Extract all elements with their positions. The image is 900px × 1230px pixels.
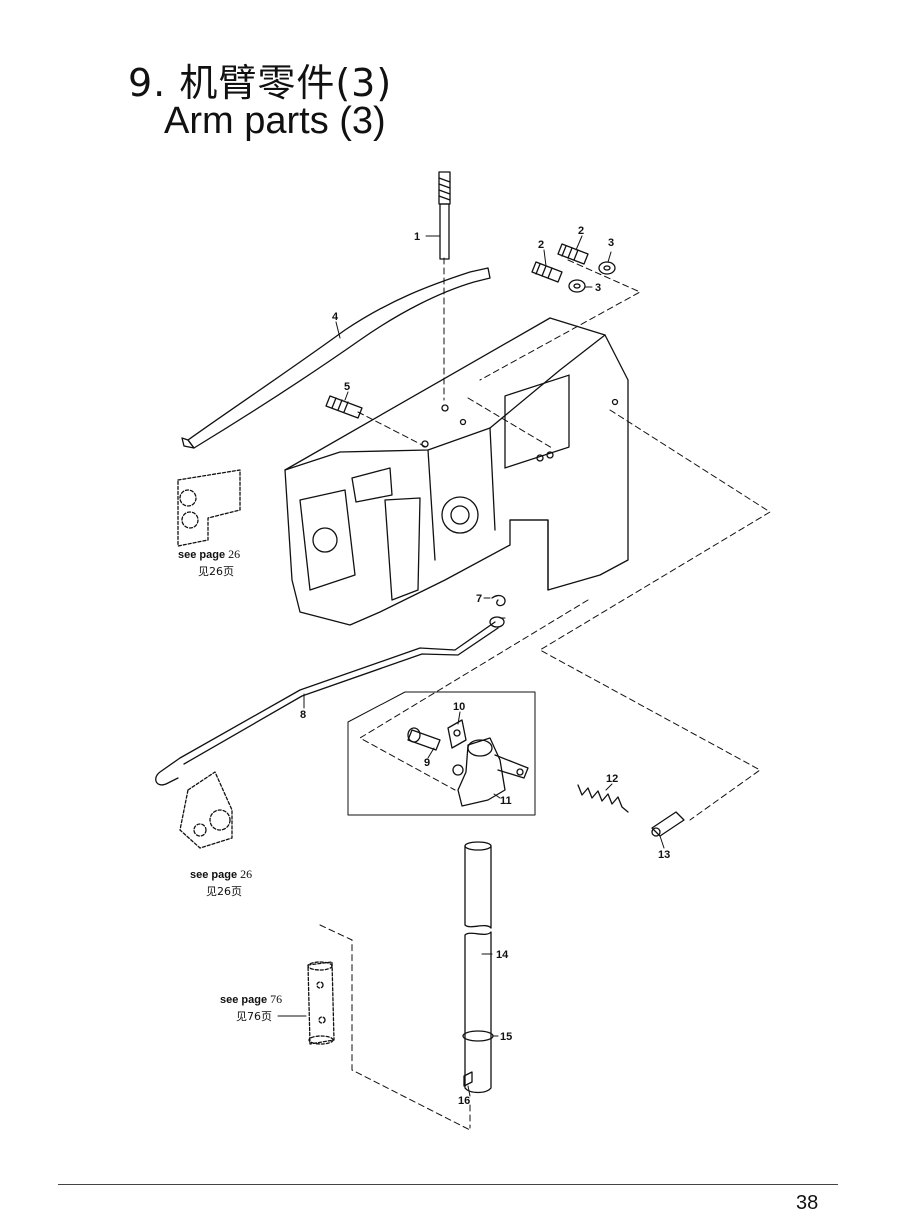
callout-2-right: 2 [578, 225, 584, 237]
callout-15: 15 [500, 1031, 512, 1043]
callout-1: 1 [414, 231, 420, 243]
assembly-guide-lines [319, 257, 771, 1131]
svg-text:see page 76: see page 76 [220, 992, 282, 1006]
footer-divider [58, 1184, 838, 1185]
callout-5: 5 [344, 381, 350, 393]
callout-14: 14 [496, 949, 509, 961]
callout-2-left: 2 [538, 239, 544, 251]
part-5-stud [325, 395, 363, 419]
callout-16: 16 [458, 1095, 470, 1107]
part-15-ring [462, 1030, 494, 1042]
callout-4: 4 [332, 311, 339, 323]
part-14-shaft [464, 841, 492, 1094]
part-3-nut-a [598, 261, 616, 275]
callout-11: 11 [500, 795, 512, 807]
reference-2-cn: 见26页 [206, 885, 242, 898]
callout-7: 7 [476, 593, 482, 605]
callout-13: 13 [658, 849, 670, 861]
svg-text:see page 26: see page 26 [190, 867, 252, 881]
page-number: 38 [796, 1192, 819, 1214]
part-1-pin [438, 171, 451, 260]
reference-part-76 [307, 961, 335, 1045]
callout-3-bottom: 3 [595, 282, 601, 294]
reference-part-upper [177, 469, 241, 547]
detail-inset-box [347, 691, 536, 816]
reference-3-label: see page [220, 994, 267, 1006]
part-7-clip [491, 594, 506, 607]
exploded-parts-diagram: 1 2 2 3 3 4 5 7 8 9 10 11 12 13 14 15 16… [155, 171, 771, 1131]
reference-3-cn: 见76页 [236, 1010, 272, 1023]
page-title-chinese: 9. 机臂零件(3) [128, 61, 393, 105]
page-title-english: Arm parts (3) [164, 100, 386, 142]
callout-8: 8 [300, 709, 306, 721]
part-10-washer [447, 719, 467, 749]
part-9-screw [407, 727, 441, 751]
part-12-spring [577, 784, 629, 813]
reference-2-label: see page [190, 869, 237, 881]
svg-text:see page 26: see page 26 [178, 547, 240, 561]
part-2-screw-b [557, 243, 589, 265]
machine-arm-casting [284, 317, 629, 626]
part-4-spring-plate [181, 267, 491, 449]
reference-label-3: see page 76 见76页 [220, 992, 282, 1023]
callout-12: 12 [606, 773, 618, 785]
reference-label-2: see page 26 见26页 [190, 867, 252, 898]
reference-1-cn: 见26页 [198, 565, 234, 578]
reference-label-1: see page 26 见26页 [178, 547, 240, 578]
part-13-stud [651, 811, 685, 837]
part-3-nut-b [568, 279, 586, 293]
callout-10: 10 [453, 701, 465, 713]
callout-9: 9 [424, 757, 430, 769]
reference-part-lower [179, 771, 233, 849]
part-16-pin [463, 1071, 473, 1087]
callout-leaders [277, 235, 665, 1097]
reference-1-label: see page [178, 549, 225, 561]
part-11-crank [452, 737, 529, 807]
part-8-rod [155, 616, 505, 786]
part-2-screw-a [531, 261, 563, 283]
reference-1-page: 26 [228, 547, 240, 561]
callout-3-top: 3 [608, 237, 614, 249]
reference-3-page: 76 [270, 992, 282, 1006]
reference-2-page: 26 [240, 867, 252, 881]
